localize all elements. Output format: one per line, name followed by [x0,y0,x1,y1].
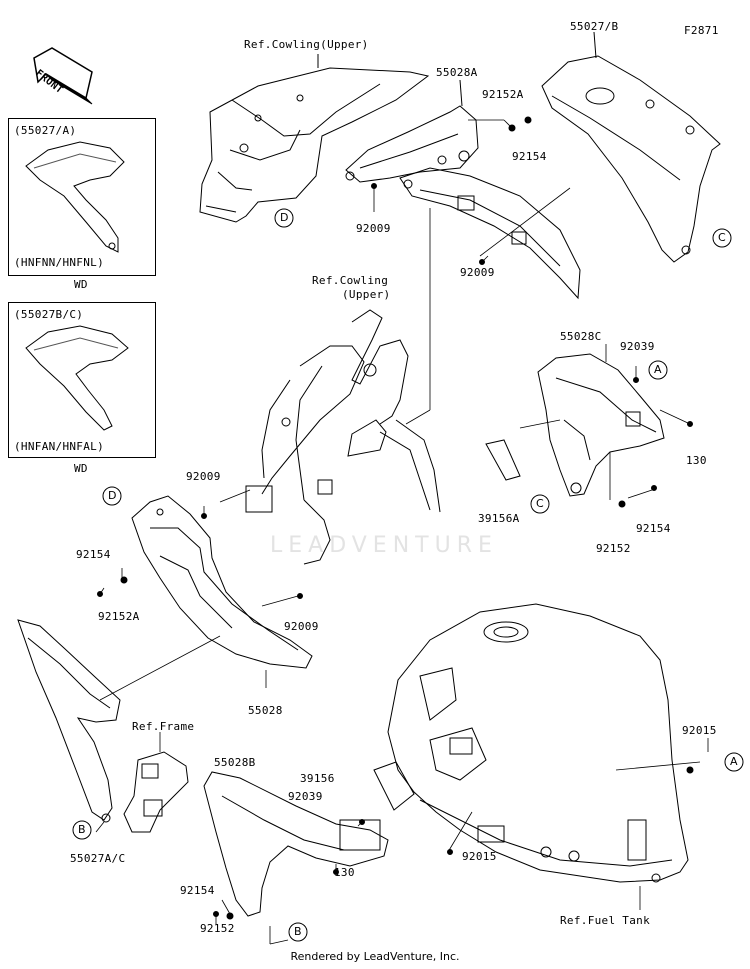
inset-bottom-part: (55027B/C) [14,308,84,321]
fuel-tank [387,603,689,883]
label-92015-bottom: 92015 [462,850,497,863]
label-55028A: 55028A [436,66,478,79]
label-92152A-left: 92152A [98,610,140,623]
label-130-right: 130 [686,454,707,467]
part-55027AC [17,619,121,823]
part-55028 [131,495,313,669]
label-92152-bottom: 92152 [200,922,235,935]
label-92154-left: 92154 [76,548,111,561]
callout-C-mid: C [536,497,544,510]
front-arrow-icon [33,47,93,105]
part-55028C [537,353,665,497]
label-39156A: 39156A [478,512,520,525]
label-92154-right: 92154 [636,522,671,535]
footer-credit: Rendered by LeadVenture, Inc. [290,950,460,963]
label-ref-fuel-tank: Ref.Fuel Tank [560,914,650,927]
callout-A-right: A [730,755,738,768]
pad-39156A [485,439,521,481]
ref-frame-bracket [123,751,189,833]
label-ref-cowling-upper-1: Ref.Cowling(Upper) [244,38,369,51]
figure-id: F2871 [684,24,719,37]
label-ref-cowling-upper-2b: (Upper) [342,288,391,301]
label-92154-bottom: 92154 [180,884,215,897]
callout-B-left: B [78,823,86,836]
pad-39156 [373,761,415,811]
callout-circles [72,208,744,942]
watermark-text: LEADVENTURE [270,533,498,558]
part-55028A-bracket [399,167,581,300]
label-92009-a: 92009 [356,222,391,235]
callout-B-bottom: B [294,925,302,938]
part-55028A [345,105,479,183]
label-55028B: 55028B [214,756,256,769]
inset-top-color: WD [74,278,88,291]
inset-top-cowl [25,141,125,253]
label-92009-b: 92009 [460,266,495,279]
inset-box-bottom [8,302,156,458]
inset-bottom-cowl [25,325,129,431]
label-130-bottom: 130 [334,866,355,879]
part-55027B [541,55,721,263]
inset-box-top [8,118,156,276]
label-92009-c: 92009 [186,470,221,483]
label-55028C: 55028C [560,330,602,343]
label-ref-cowling-upper-2a: Ref.Cowling [312,274,389,287]
inset-bottom-color: WD [74,462,88,475]
sub-frame-part [245,309,441,565]
label-55027AC: 55027A/C [70,852,126,865]
inset-top-part: (55027/A) [14,124,77,137]
label-92039-right: 92039 [620,340,655,353]
label-39156: 39156 [300,772,335,785]
callout-D-left: D [108,489,117,502]
inset-bottom-variant: (HNFAN/HNFAL) [14,440,104,453]
part-55028B [203,771,389,917]
label-92009-d: 92009 [284,620,319,633]
label-92154-top: 92154 [512,150,547,163]
fasteners [97,116,694,920]
ref-cowling-upper-part [199,67,430,223]
label-55027B: 55027/B [570,20,619,33]
label-92152-right: 92152 [596,542,631,555]
label-92015-right: 92015 [682,724,717,737]
callout-D-top: D [280,211,289,224]
label-55028: 55028 [248,704,283,717]
label-92039-bottom: 92039 [288,790,323,803]
callout-C-top: C [718,231,726,244]
leader-lines [95,119,709,945]
callout-A-mid: A [654,363,662,376]
inset-top-variant: (HNFNN/HNFNL) [14,256,104,269]
label-92152A-top: 92152A [482,88,524,101]
label-ref-frame: Ref.Frame [132,720,195,733]
